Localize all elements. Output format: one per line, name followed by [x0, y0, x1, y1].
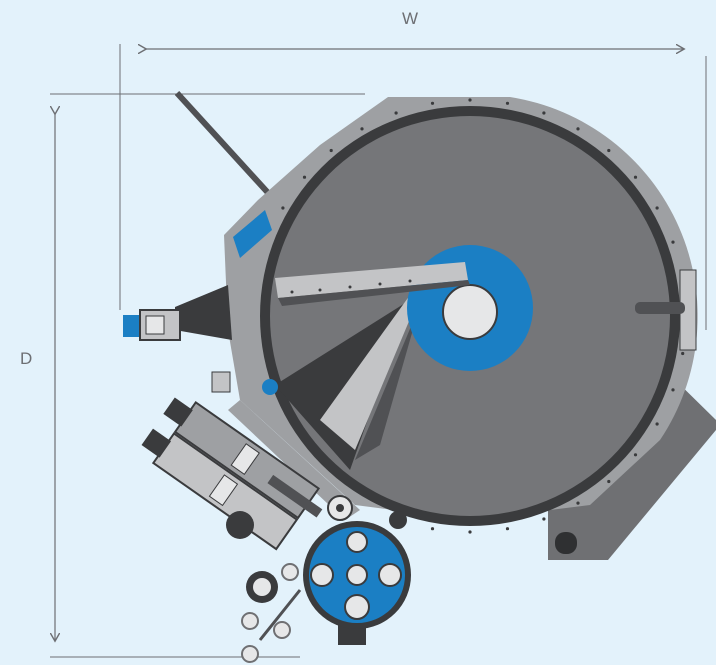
blue-panel — [233, 210, 272, 258]
sensor-dot — [262, 379, 278, 395]
frame-bolts — [281, 98, 688, 534]
bolt — [542, 517, 546, 521]
cylinder-assembly — [141, 397, 323, 551]
width-label: W — [402, 9, 419, 28]
bolt — [468, 530, 472, 534]
bolt — [281, 206, 285, 210]
depth-label: D — [20, 349, 33, 368]
support-rod — [174, 90, 273, 198]
bolt — [329, 148, 333, 153]
guide-plates — [228, 295, 420, 520]
bolt — [633, 175, 638, 179]
side-latch — [635, 269, 697, 351]
bolt — [394, 111, 398, 115]
rotor-hub-icon — [442, 284, 498, 340]
bolt — [576, 127, 580, 131]
bolt — [360, 127, 364, 131]
bolt — [505, 101, 510, 105]
roller-icon — [226, 495, 407, 603]
bolt — [542, 111, 546, 115]
motor-icon — [123, 285, 232, 341]
bolt — [576, 501, 580, 505]
bolt — [633, 453, 638, 457]
bolt — [671, 240, 675, 244]
bolt — [671, 388, 675, 392]
star-wheel-icon — [303, 521, 411, 645]
feed-arm-icon — [275, 262, 470, 306]
bolt — [607, 148, 611, 153]
bolt — [430, 527, 435, 531]
bolt — [430, 101, 435, 105]
bolt — [681, 351, 685, 356]
bolt — [468, 98, 472, 102]
bolt — [302, 175, 307, 179]
bolt — [505, 527, 510, 531]
bolt — [655, 206, 659, 210]
bolt — [607, 479, 611, 484]
bolt — [655, 422, 659, 426]
dimension-lines — [50, 44, 707, 658]
small-gears — [241, 563, 302, 663]
small-bracket — [211, 371, 231, 393]
